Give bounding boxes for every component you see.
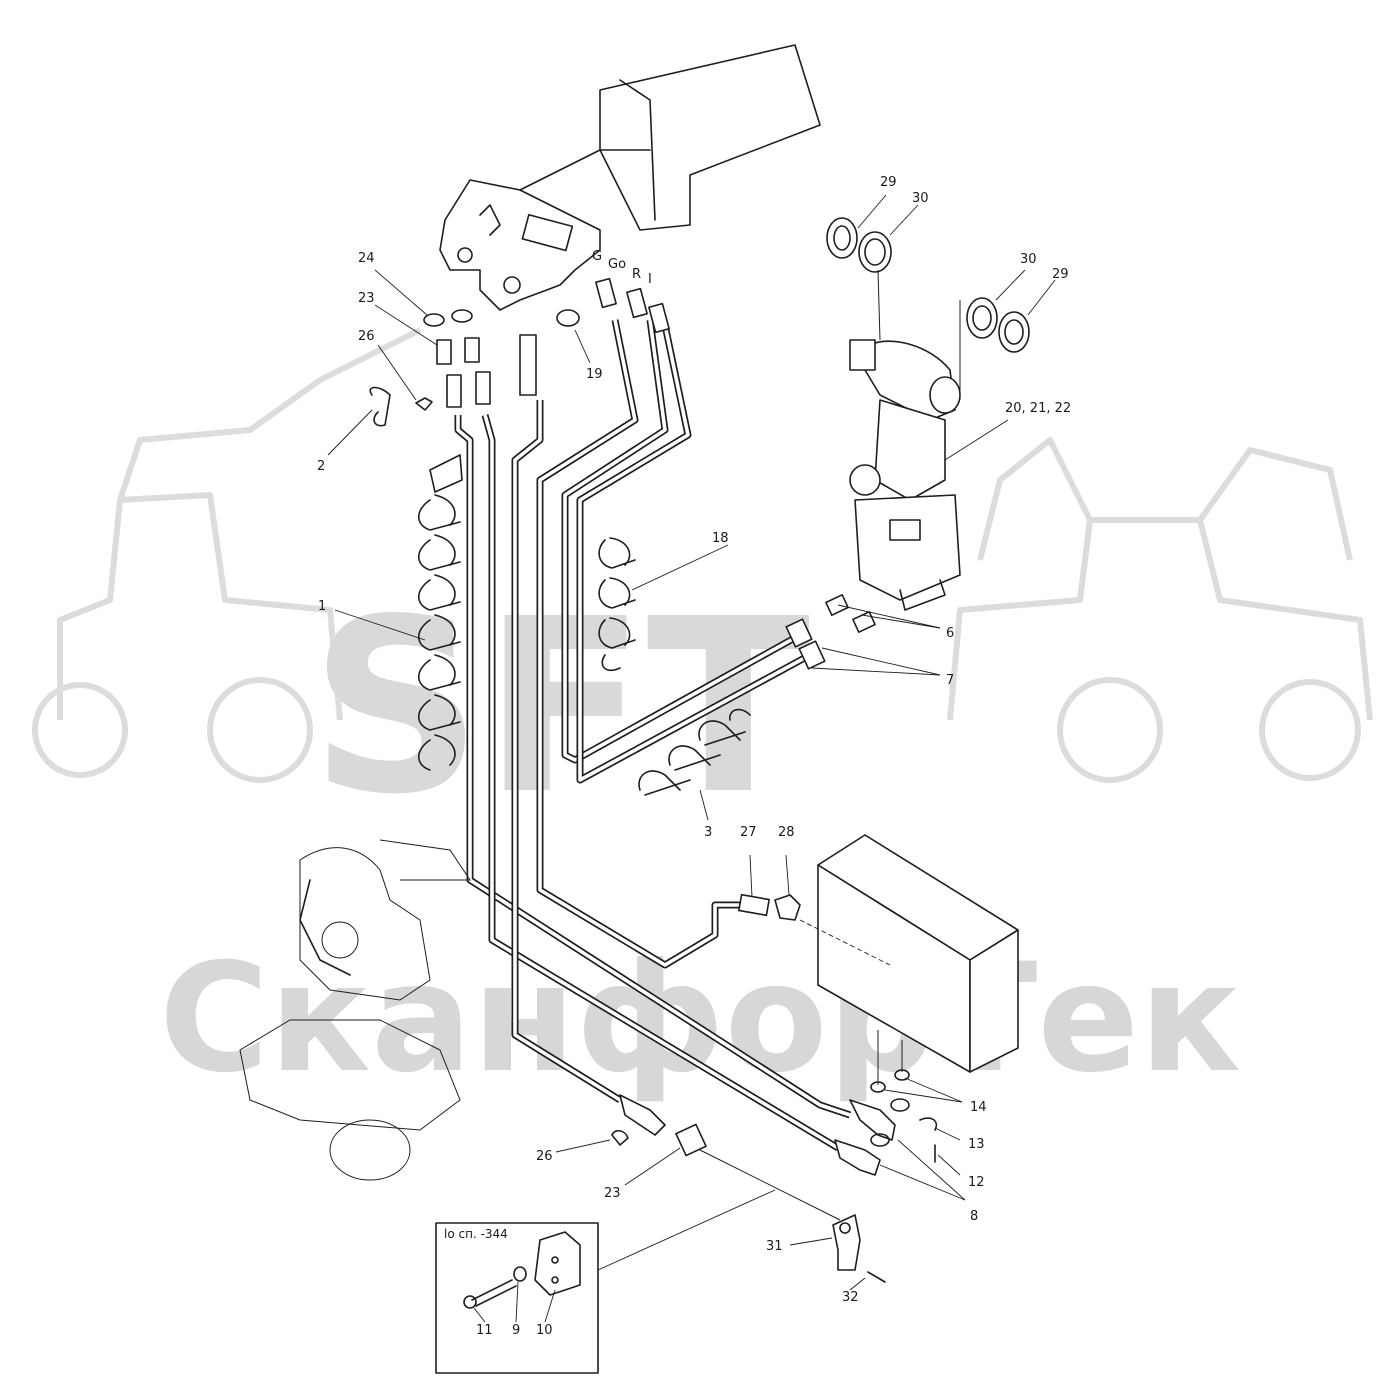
callout-23-top: 23 (358, 291, 375, 306)
boom-fittings (369, 277, 670, 427)
callout-10: 10 (536, 1323, 553, 1338)
callout-18: 18 (712, 531, 729, 546)
adapters-6-7 (785, 594, 876, 670)
callout-3: 3 (704, 825, 712, 840)
elbow-fittings (834, 1030, 938, 1176)
spiral-hose-guard-3 (638, 708, 751, 796)
callout-8: 8 (970, 1209, 978, 1224)
callout-28: 28 (778, 825, 795, 840)
callout-29-right: 29 (1052, 267, 1069, 282)
fittings-27-28 (738, 893, 801, 921)
callout-27: 27 (740, 825, 757, 840)
valve-block-box (799, 834, 1019, 1073)
callout-9: 9 (512, 1323, 520, 1338)
watermark-company-text: СканфорТек (159, 932, 1241, 1106)
callout-23-bottom: 23 (604, 1186, 621, 1201)
hose-port-labels: G Go R I (592, 249, 652, 287)
callout-24: 24 (358, 251, 375, 266)
port-label-go: Go (608, 257, 626, 272)
callout-19: 19 (586, 367, 603, 382)
callout-30-right: 30 (1020, 252, 1037, 267)
watermark: SFT СканфорТек (32, 327, 1373, 1106)
callout-12: 12 (968, 1175, 985, 1190)
machine-sketch (239, 839, 471, 1181)
hose-runs (454, 319, 852, 1151)
watermark-excavator-right (947, 437, 1373, 783)
watermark-logo-text: SFT (310, 567, 811, 847)
callout-20-21-22: 20, 21, 22 (1005, 401, 1071, 416)
bracket-31-pin-32 (832, 1214, 886, 1283)
port-label-r: R (632, 267, 641, 282)
callout-7: 7 (946, 673, 954, 688)
rotator-assembly (849, 339, 961, 611)
spiral-hose-guard-1 (417, 454, 463, 771)
inset-title: lo сп. -344 (444, 1227, 508, 1241)
watermark-tractor-left (32, 327, 422, 783)
callout-31: 31 (766, 1239, 783, 1254)
callout-26-top: 26 (358, 329, 375, 344)
callout-13: 13 (968, 1137, 985, 1152)
inset-detail: lo сп. -344 (435, 1189, 776, 1374)
callout-30-top: 30 (912, 191, 929, 206)
callout-32: 32 (842, 1290, 859, 1305)
boom-assembly (439, 44, 821, 311)
part-callouts: 1 2 3 6 7 8 12 13 14 18 19 20, 21, 22 24… (317, 175, 1071, 1338)
callout-26-bottom: 26 (536, 1149, 553, 1164)
callout-11: 11 (476, 1323, 493, 1338)
leader-lines (327, 194, 1056, 1323)
callout-6: 6 (946, 626, 954, 641)
callout-14: 14 (970, 1100, 987, 1115)
callout-29-top: 29 (880, 175, 897, 190)
port-label-g: G (592, 249, 602, 264)
port-label-i: I (648, 272, 652, 287)
callout-1: 1 (318, 599, 326, 614)
spiral-hose-guard-18 (598, 537, 636, 672)
bottom-hose-end (611, 1094, 841, 1221)
washers (826, 217, 1030, 400)
callout-2: 2 (317, 459, 325, 474)
